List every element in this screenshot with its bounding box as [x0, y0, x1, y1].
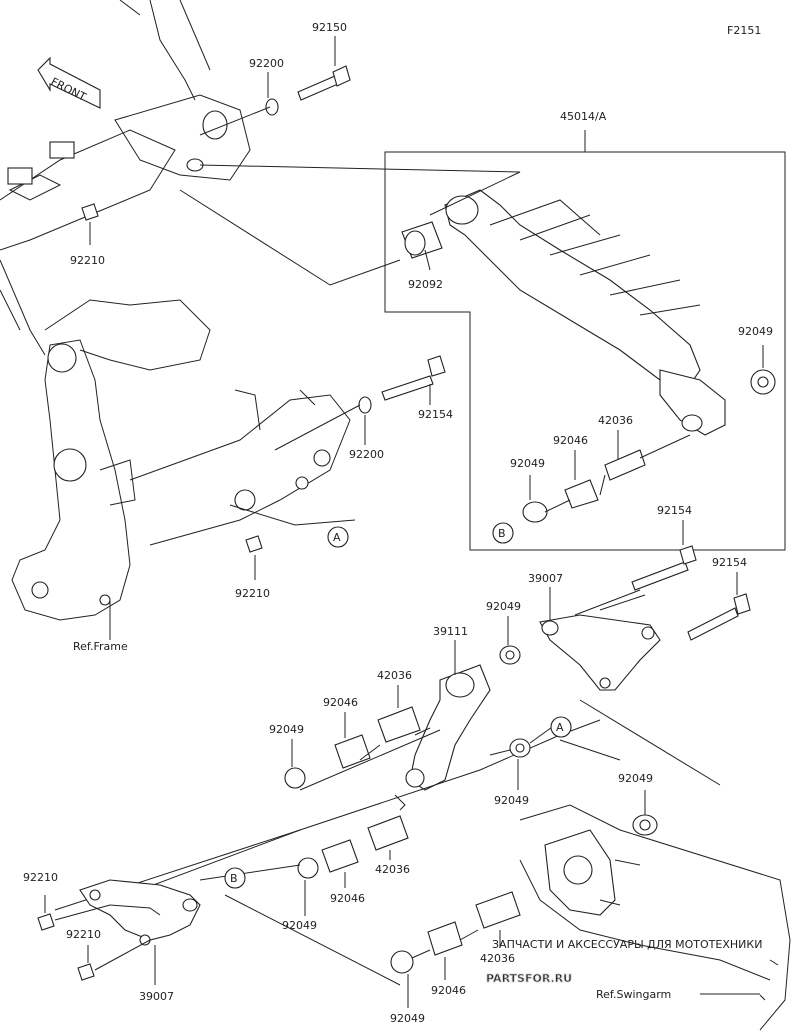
label-39007-bottom: 39007	[139, 990, 174, 1003]
label-92049-swing: 92049	[618, 772, 653, 785]
shock-absorber-illustration	[179, 130, 786, 551]
label-42036-mid: 42036	[377, 669, 412, 682]
callout-b-top: B	[492, 522, 514, 544]
label-92150: 92150	[312, 21, 347, 34]
front-arrow-icon: FRONT	[37, 56, 101, 109]
label-92046-bottom: 92046	[431, 984, 466, 997]
label-92046-low: 92046	[330, 892, 365, 905]
label-92049-shock-b: 92049	[510, 457, 545, 470]
top-mount-hardware	[81, 65, 351, 245]
label-92210-bl2: 92210	[66, 928, 101, 941]
label-92049-low: 92049	[282, 919, 317, 932]
label-92210-bl1: 92210	[23, 871, 58, 884]
callout-a-right: A	[550, 716, 572, 738]
label-39007-top: 39007	[528, 572, 563, 585]
part-labels: F2151 92150 92200 45014/A 92210 92092 92…	[23, 21, 773, 1025]
frame-illustration	[0, 0, 351, 621]
label-92049-a: 92049	[494, 794, 529, 807]
callout-a-top: A	[327, 526, 349, 548]
label-92154-mid: 92154	[418, 408, 453, 421]
swingarm-illustration	[519, 790, 791, 1031]
callout-a-top-letter: A	[333, 531, 341, 544]
label-ref-frame: Ref.Frame	[73, 640, 128, 653]
label-92200-top: 92200	[249, 57, 284, 70]
leader-lines	[154, 36, 760, 1008]
callout-b-top-letter: B	[498, 527, 506, 540]
label-92049-bottom: 92049	[390, 1012, 425, 1025]
watermark-caption: ЗАПЧАСТИ И АКСЕССУАРЫ ДЛЯ МОТОТЕХНИКИ	[492, 938, 762, 951]
callout-b-bottom-letter: B	[230, 872, 238, 885]
label-92049-rod: 92049	[486, 600, 521, 613]
linkage-illustration	[54, 545, 751, 911]
label-92049-left: 92049	[269, 723, 304, 736]
lower-link-illustration	[37, 815, 521, 986]
callout-b-bottom: B	[224, 867, 246, 889]
figure-code: F2151	[727, 24, 761, 37]
label-92210-top: 92210	[70, 254, 105, 267]
label-92049-shock: 92049	[738, 325, 773, 338]
watermark-brand: PARTSFOR.RU	[486, 972, 572, 985]
label-92046-mid: 92046	[323, 696, 358, 709]
label-39111: 39111	[433, 625, 468, 638]
label-92200-mid: 92200	[349, 448, 384, 461]
label-42036-low: 42036	[375, 863, 410, 876]
label-92092: 92092	[408, 278, 443, 291]
watermark: ЗАПЧАСТИ И АКСЕССУАРЫ ДЛЯ МОТОТЕХНИКИ PA…	[486, 938, 763, 985]
label-42036-bottom: 42036	[480, 952, 515, 965]
middle-mount-hardware	[109, 355, 446, 640]
label-42036-shock: 42036	[598, 414, 633, 427]
callout-a-right-letter: A	[556, 721, 564, 734]
label-92154-r1: 92154	[657, 504, 692, 517]
label-ref-swingarm: Ref.Swingarm	[596, 988, 671, 1001]
label-92046-shock: 92046	[553, 434, 588, 447]
label-92154-r2: 92154	[712, 556, 747, 569]
label-92210-mid: 92210	[235, 587, 270, 600]
label-45014: 45014/A	[560, 110, 607, 123]
